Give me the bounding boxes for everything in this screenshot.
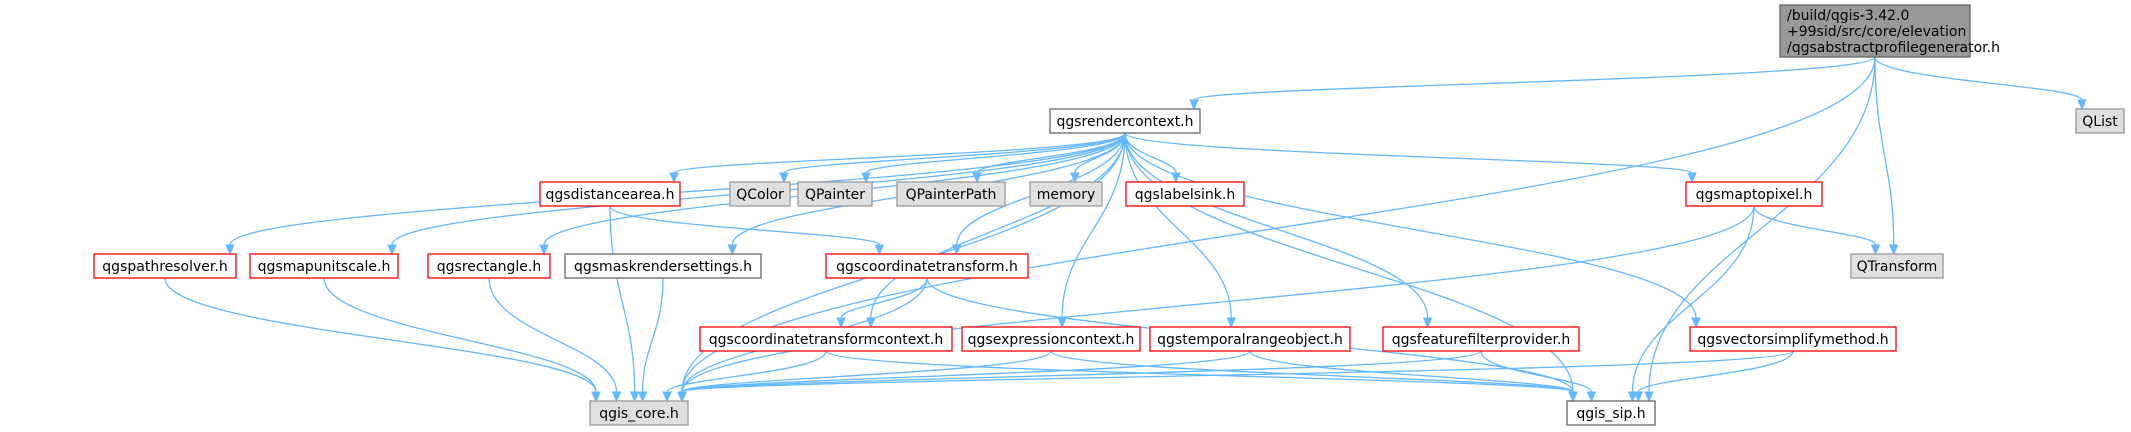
node-label: qgsmapunitscale.h (258, 259, 391, 275)
node-label: qgsrectangle.h (437, 259, 541, 275)
edge-qgsexpressioncontext-to-qgis_sip (1050, 350, 1578, 403)
edge-root-to-qgsrendercontext (1189, 56, 1876, 111)
node-qgsdistancearea[interactable]: qgsdistancearea.h (539, 181, 681, 207)
edge-root-to-qtransform (1874, 56, 1899, 256)
node-qgscoordinatetransform[interactable]: qgscoordinatetransform.h (825, 253, 1029, 279)
edge-qgsrendercontext-to-qgsmaptopixel (1124, 132, 1697, 184)
node-qgsrectangle[interactable]: qgsrectangle.h (427, 253, 551, 279)
edge-qgsrendercontext-to-qcolor (779, 132, 1126, 184)
edge-qgsrendercontext-to-qgstemporalrangeobject (1124, 132, 1237, 329)
node-label: qgsvectorsimplifymethod.h (1697, 332, 1888, 348)
node-label: qgslabelsink.h (1135, 187, 1235, 203)
node-label: qgis_sip.h (1576, 406, 1645, 422)
node-label: QPainter (805, 187, 865, 203)
node-label: QColor (736, 187, 784, 203)
edge-qgsrendercontext-to-qgsdistancearea (669, 132, 1126, 184)
edge-qgsrendercontext-to-qgsvectorsimplifymethod (1124, 132, 1701, 329)
node-qgspathresolver[interactable]: qgspathresolver.h (93, 253, 237, 279)
edge-qgsdistancearea-to-qgscoordinatetransform (609, 205, 885, 256)
edge-qgsrendercontext-to-qgsfeaturefilterprovider (1124, 132, 1433, 329)
edge-qgsvectorsimplifymethod-to-qgis_core (677, 350, 1794, 403)
graph-nodes: /build/qgis-3.42.0 +99sid/src/core/eleva… (93, 4, 2125, 426)
edge-qgscoordinatetransform-to-qgscoordinatetransformcontext (836, 277, 928, 329)
node-qgis-core[interactable]: qgis_core.h (589, 400, 689, 426)
node-label: qgis_core.h (599, 406, 679, 422)
node-qgsmaptopixel[interactable]: qgsmaptopixel.h (1685, 181, 1823, 207)
node-qgsfeaturefilterprovider[interactable]: qgsfeaturefilterprovider.h (1382, 326, 1580, 352)
node-memory[interactable]: memory (1029, 181, 1103, 207)
root-path-line-2: +99sid/src/core/elevation (1787, 24, 1966, 40)
node-qlist[interactable]: QList (2075, 108, 2125, 134)
node-label: QList (2082, 114, 2118, 130)
edge-qgsrendercontext-to-qgis_sip (1124, 132, 1578, 403)
node-qtransform[interactable]: QTransform (1850, 253, 1944, 279)
root-path-line-1: /build/qgis-3.42.0 (1787, 8, 1909, 24)
node-label: qgscoordinatetransformcontext.h (709, 332, 943, 348)
node-label: QTransform (1857, 259, 1938, 275)
node-root-file[interactable]: /build/qgis-3.42.0 +99sid/src/core/eleva… (1779, 4, 2000, 58)
node-qcolor[interactable]: QColor (729, 181, 791, 207)
graph-edges (164, 56, 2087, 403)
node-qgstemporalrangeobject[interactable]: qgstemporalrangeobject.h (1149, 326, 1351, 352)
node-label: memory (1037, 187, 1096, 203)
root-path-line-3: /qgsabstractprofilegenerator.h (1787, 40, 2000, 56)
edge-qgsmaskrendersettings-to-qgis_core (637, 277, 664, 403)
edge-qgsdistancearea-to-qgis_core (609, 205, 640, 403)
node-label: qgsexpressioncontext.h (968, 332, 1135, 348)
node-qgsexpressioncontext[interactable]: qgsexpressioncontext.h (961, 326, 1141, 352)
node-label: qgscoordinatetransform.h (836, 259, 1018, 275)
node-label: qgsrendercontext.h (1056, 114, 1193, 130)
node-qgsvectorsimplifymethod[interactable]: qgsvectorsimplifymethod.h (1689, 326, 1897, 352)
node-qgscoordinatetransformcontext[interactable]: qgscoordinatetransformcontext.h (699, 326, 953, 352)
edge-root-to-qlist (1874, 56, 2087, 111)
node-label: qgsmaptopixel.h (1696, 187, 1813, 203)
node-qgsmaskrendersettings[interactable]: qgsmaskrendersettings.h (564, 253, 762, 279)
node-qpainterpath[interactable]: QPainterPath (896, 181, 1006, 207)
node-qpainter[interactable]: QPainter (797, 181, 873, 207)
edge-qgsfeaturefilterprovider-to-qgis_core (677, 350, 1482, 403)
node-qgsrendercontext[interactable]: qgsrendercontext.h (1049, 108, 1201, 134)
edge-qgsrectangle-to-qgis_core (488, 277, 622, 403)
node-qgslabelsink[interactable]: qgslabelsink.h (1125, 181, 1245, 207)
edge-root-to-qgis_sip (1644, 56, 1876, 403)
node-label: qgspathresolver.h (102, 259, 227, 275)
node-qgsmapunitscale[interactable]: qgsmapunitscale.h (249, 253, 399, 279)
edge-qgsvectorsimplifymethod-to-qgis_sip (1633, 350, 1794, 403)
edge-qgsmaptopixel-to-qtransform (1753, 205, 1881, 256)
node-label: qgstemporalrangeobject.h (1157, 332, 1343, 348)
edge-qgstemporalrangeobject-to-qgis_sip (1249, 350, 1578, 403)
node-label: qgsdistancearea.h (546, 187, 675, 203)
node-qgis-sip[interactable]: qgis_sip.h (1566, 400, 1656, 426)
edge-qgscoordinatetransformcontext-to-qgis_core (662, 350, 827, 403)
edge-qgspathresolver-to-qgis_core (164, 277, 601, 403)
node-label: QPainterPath (906, 187, 997, 203)
edge-qgsfeaturefilterprovider-to-qgis_sip (1480, 350, 1597, 403)
edge-qgsmapunitscale-to-qgis_core (323, 277, 601, 403)
node-label: qgsfeaturefilterprovider.h (1392, 332, 1571, 348)
node-label: qgsmaskrendersettings.h (574, 259, 752, 275)
edge-qgsmaptopixel-to-qgis_core (677, 205, 1755, 403)
